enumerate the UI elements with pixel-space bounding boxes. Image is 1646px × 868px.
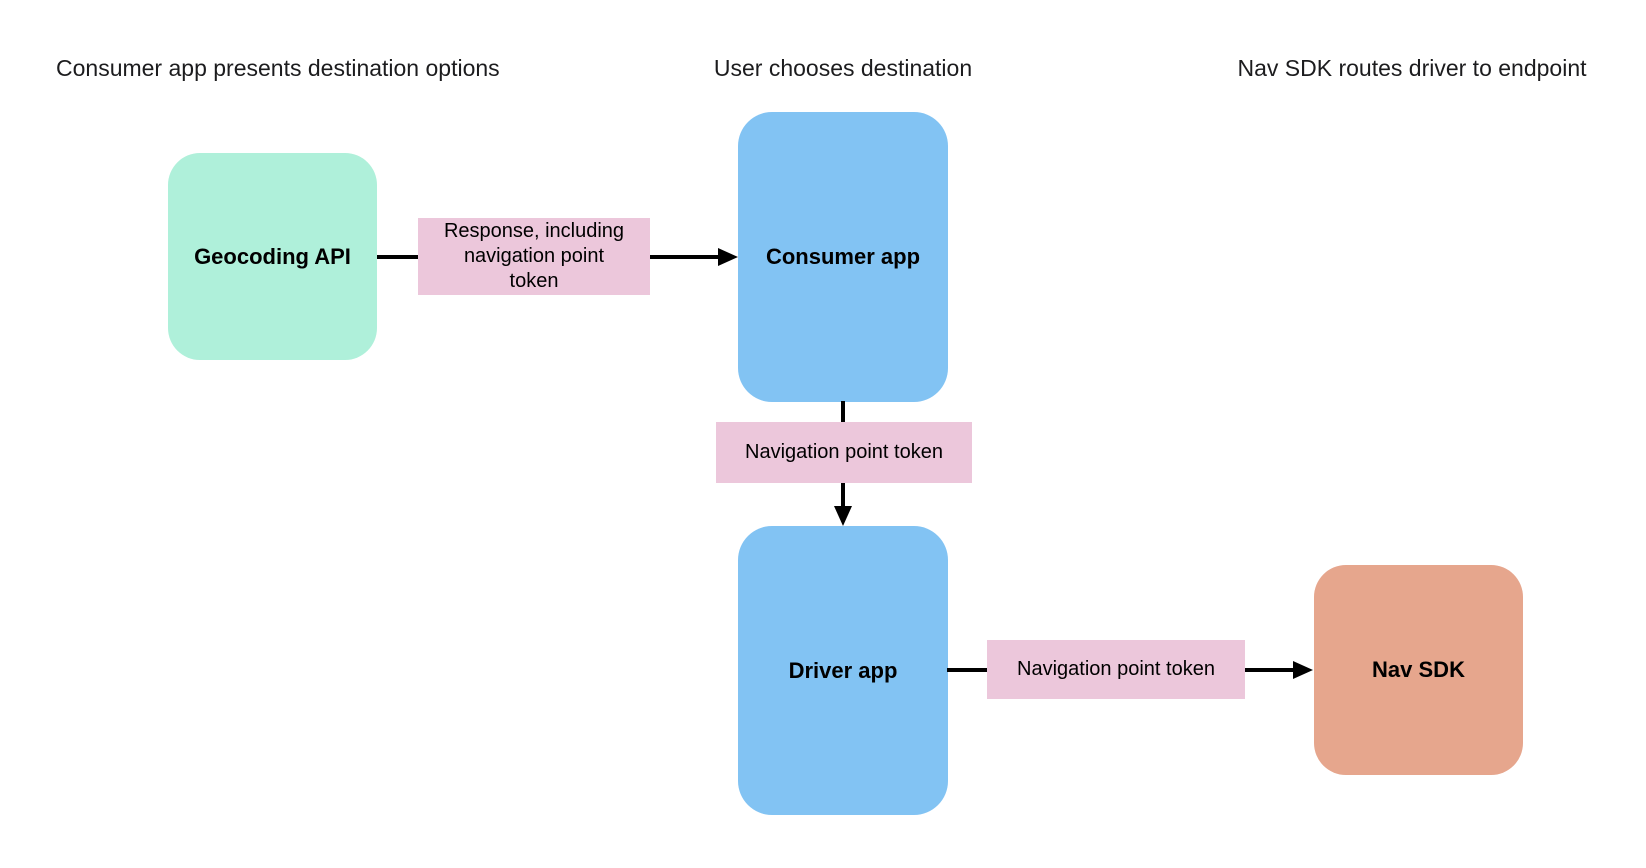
arrowhead-right-icon (1293, 661, 1313, 679)
edge-label-response-including-token: Response, including navigation point tok… (418, 218, 650, 295)
edge-label-navigation-point-token-horizontal: Navigation point token (987, 640, 1245, 699)
section-header-user-chooses: User chooses destination (713, 55, 973, 81)
arrowhead-right-icon (718, 248, 738, 266)
section-header-navsdk-routes: Nav SDK routes driver to endpoint (1237, 55, 1587, 81)
connector-label-to-driver-line (841, 483, 845, 506)
node-driver-app: Driver app (738, 526, 948, 815)
edge-label-navigation-point-token-vertical: Navigation point token (716, 422, 972, 483)
connector-consumer-to-label-line (841, 401, 845, 422)
connector-label-to-consumer-line (650, 255, 720, 259)
node-consumer-app: Consumer app (738, 112, 948, 402)
connector-driver-to-label-line (947, 668, 987, 672)
arrowhead-down-icon (834, 506, 852, 526)
connector-geocoding-to-label-line (377, 255, 418, 259)
node-geocoding-api: Geocoding API (168, 153, 377, 360)
node-nav-sdk: Nav SDK (1314, 565, 1523, 775)
section-header-consumer-presents: Consumer app presents destination option… (56, 55, 500, 81)
connector-label-to-navsdk-line (1245, 668, 1293, 672)
